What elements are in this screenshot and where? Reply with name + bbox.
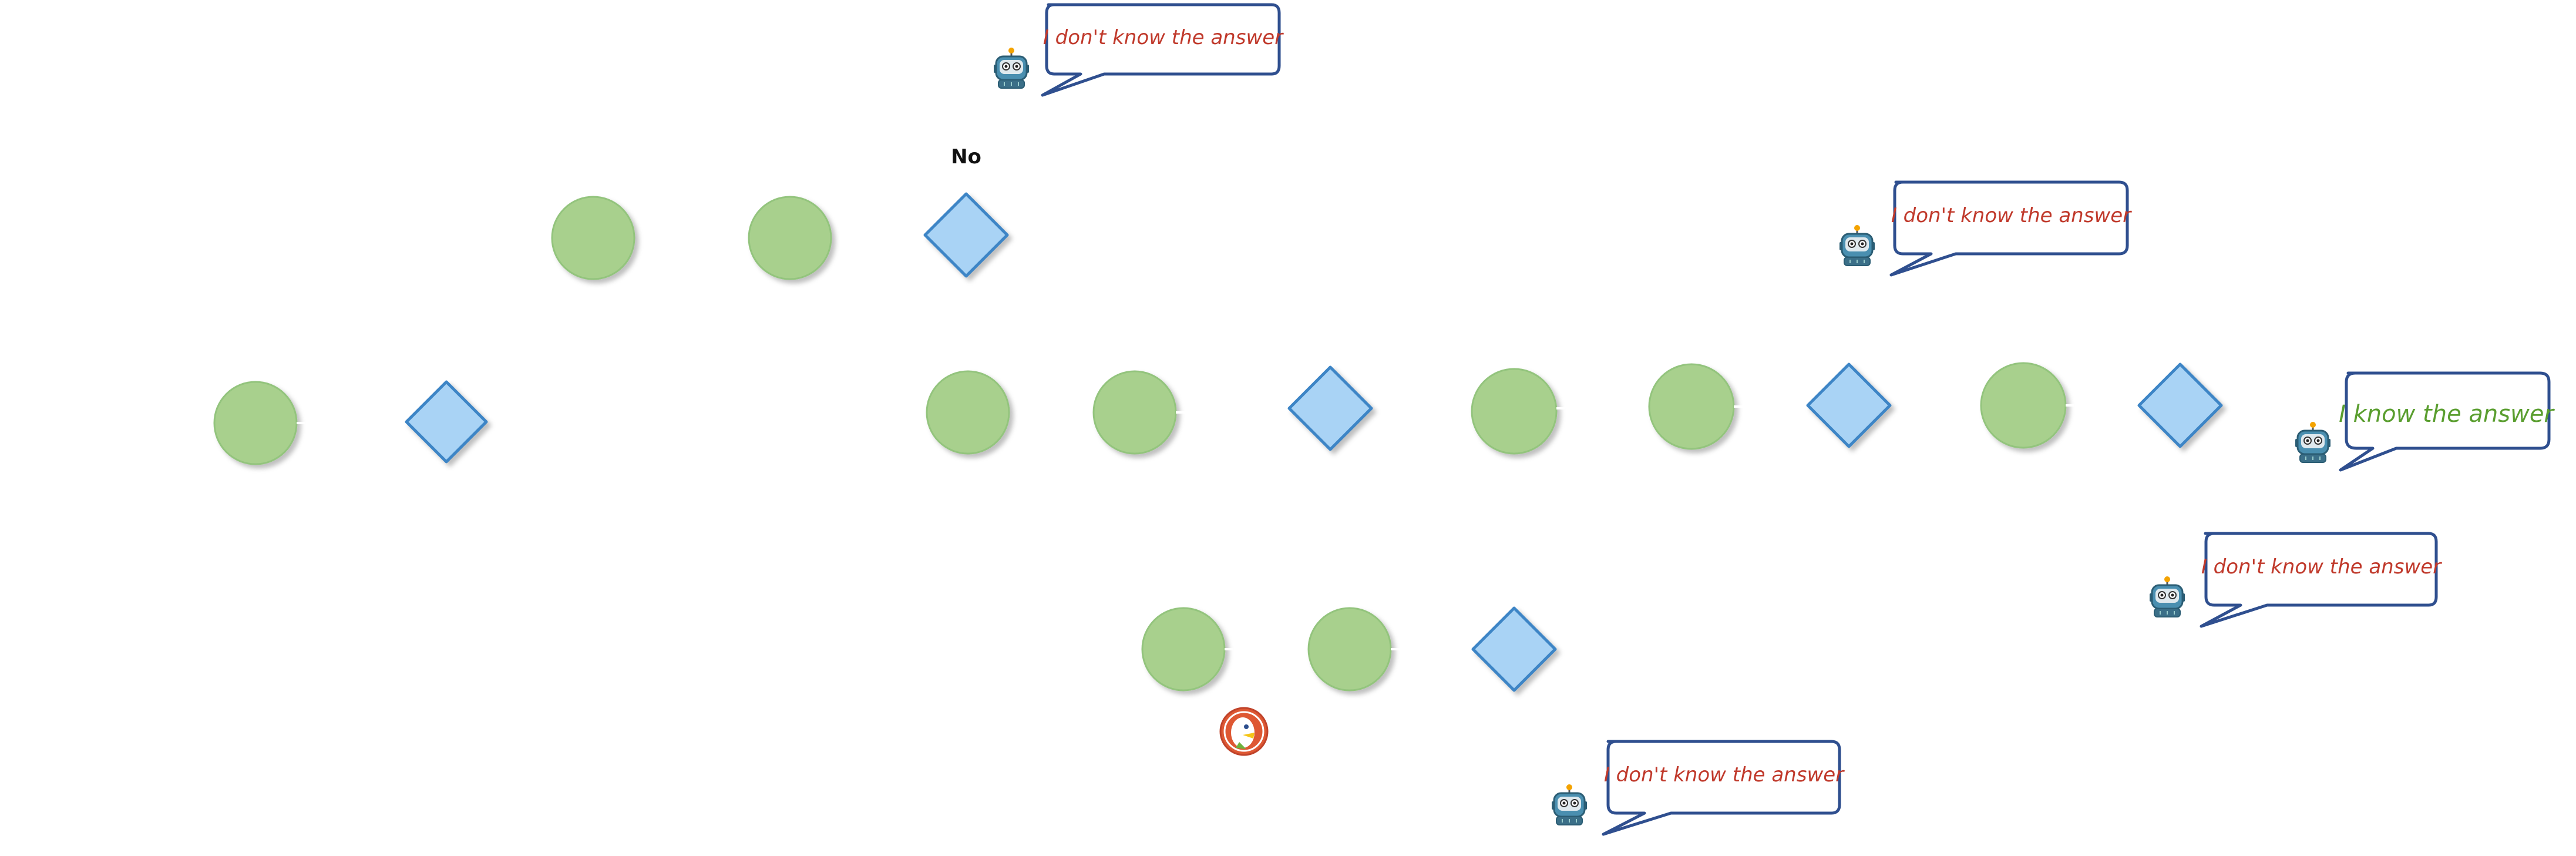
decision-node[interactable]: [1471, 606, 1557, 692]
process-node[interactable]: [213, 381, 298, 465]
speech-bubble-2: I don't know the answer: [1838, 180, 2132, 277]
bubble-text: I don't know the answer: [2201, 555, 2442, 579]
process-node[interactable]: [1092, 370, 1177, 455]
process-node[interactable]: [551, 196, 635, 280]
decision-node[interactable]: [1806, 362, 1892, 448]
top-row: No: [551, 145, 1009, 280]
speech-bubble-1: I don't know the answer: [993, 3, 1284, 97]
bubble-text: I don't know the answer: [1891, 204, 2132, 227]
bubble-text: I know the answer: [2339, 401, 2555, 428]
bubble-text: I don't know the answer: [1604, 763, 1845, 787]
speech-bubble-3: I know the answer: [2294, 371, 2555, 472]
speech-bubble-5: I don't know the answer: [1551, 740, 1845, 836]
process-node[interactable]: [1471, 368, 1558, 455]
decision-node[interactable]: [405, 380, 488, 464]
bubble-text: I don't know the answer: [1043, 26, 1284, 49]
process-node[interactable]: [1307, 607, 1392, 691]
process-node[interactable]: [1980, 362, 2067, 449]
process-node[interactable]: [926, 370, 1010, 455]
speech-bubble-4: I don't know the answer: [2148, 532, 2442, 628]
middle-row: [926, 362, 2223, 455]
process-node[interactable]: [1141, 607, 1226, 691]
duckduckgo-logo-icon: [1219, 707, 1269, 756]
decision-node[interactable]: [2137, 362, 2223, 448]
bottom-row: [1141, 606, 1557, 692]
left-start-group: [213, 380, 488, 465]
robot-icon: [1838, 224, 1876, 267]
decision-node[interactable]: [923, 192, 1009, 278]
robot-icon: [2294, 421, 2332, 464]
no-label: No: [951, 145, 981, 169]
robot-icon: [1551, 783, 1588, 826]
process-node[interactable]: [1648, 363, 1735, 450]
decision-node[interactable]: [1287, 365, 1373, 451]
process-node[interactable]: [748, 196, 832, 280]
robot-icon: [993, 46, 1030, 89]
robot-icon: [2148, 575, 2186, 618]
